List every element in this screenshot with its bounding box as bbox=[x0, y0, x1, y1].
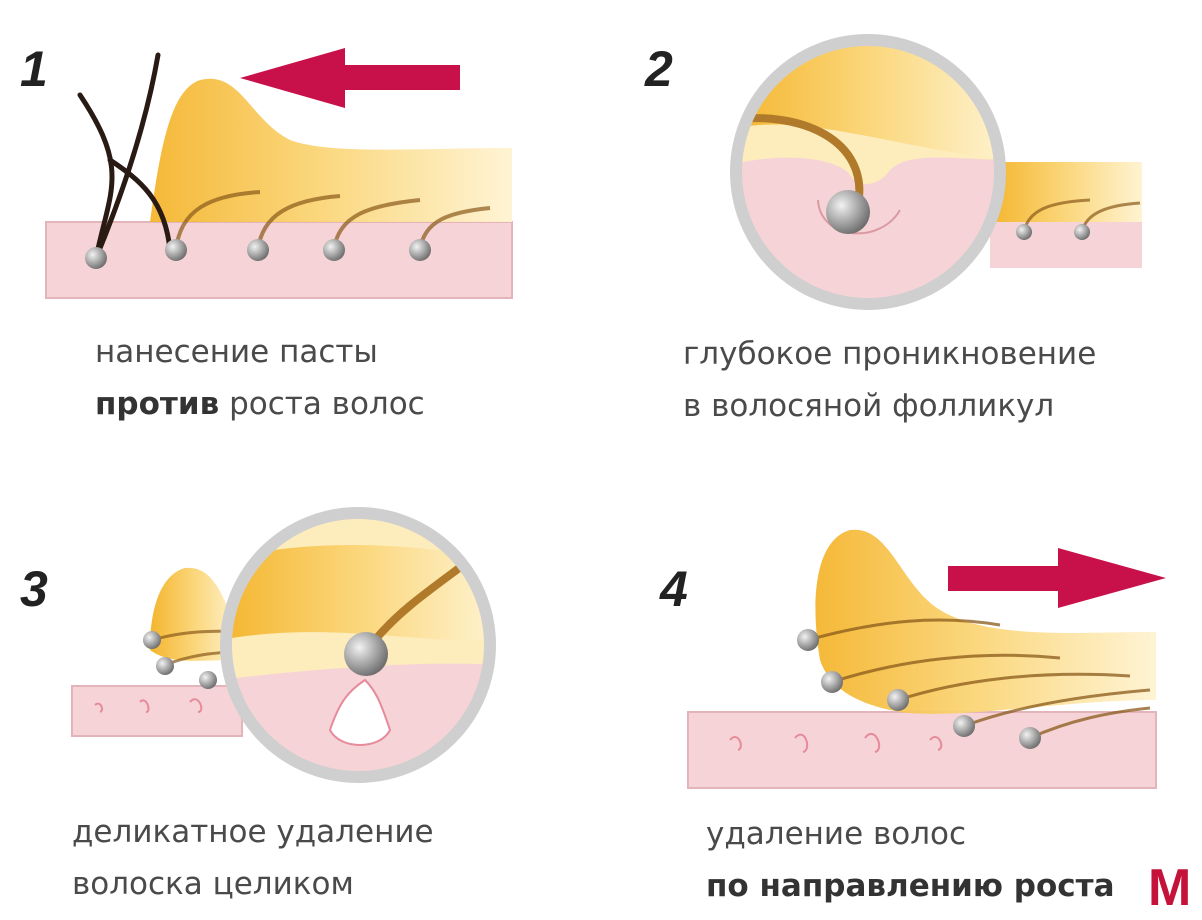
magnifier-ring bbox=[220, 507, 496, 783]
caption-line: волоска целиком bbox=[72, 866, 354, 902]
hair-strands bbox=[77, 52, 173, 261]
step-1-illustration bbox=[45, 48, 513, 299]
step-number-3: 3 bbox=[20, 561, 48, 617]
step-3-illustration bbox=[71, 507, 496, 783]
caption-line: глубокое проникновение bbox=[683, 336, 1097, 372]
skin-layer bbox=[687, 711, 1157, 789]
caption-line: против роста волос bbox=[95, 378, 425, 430]
sugar-paste bbox=[815, 529, 1156, 714]
caption-line: удаление волос bbox=[706, 816, 967, 852]
arrow-right-icon bbox=[948, 548, 1166, 608]
step-number-2: 2 bbox=[645, 41, 673, 97]
step-3-caption: деликатное удаление волоска целиком bbox=[72, 806, 434, 910]
caption-line: в волосяной фолликул bbox=[683, 388, 1055, 424]
magnified-view bbox=[736, 40, 1000, 304]
sugar-paste bbox=[990, 162, 1142, 222]
skin-layer bbox=[45, 221, 513, 299]
brand-logo: M bbox=[1148, 859, 1192, 917]
step-2-caption: глубокое проникновение в волосяной фолли… bbox=[683, 328, 1096, 432]
caption-bold: против bbox=[95, 386, 220, 422]
hair-bulbs bbox=[797, 629, 1041, 749]
magnifier-ring bbox=[730, 34, 1006, 310]
caption-line: нанесение пасты bbox=[95, 334, 378, 370]
step-4-illustration bbox=[687, 529, 1166, 789]
hair-bulbs bbox=[85, 239, 431, 269]
magnified-view bbox=[226, 513, 490, 777]
caption-rest: роста волос bbox=[219, 386, 425, 422]
arrow-left-icon bbox=[240, 48, 460, 108]
caption-line: деликатное удаление bbox=[72, 814, 434, 850]
skin-layer bbox=[71, 685, 243, 737]
step-1-caption: нанесение пасты против роста волос bbox=[95, 326, 425, 430]
step-4-caption: удаление волос по направлению роста bbox=[706, 808, 1115, 912]
skin-layer bbox=[990, 222, 1142, 268]
step-2-illustration bbox=[730, 34, 1142, 310]
step-number-4: 4 bbox=[660, 561, 688, 617]
sugar-paste bbox=[150, 78, 512, 222]
caption-bold: по направлению роста bbox=[706, 868, 1115, 904]
sugar-paste bbox=[150, 567, 240, 661]
caption-line: по направлению роста bbox=[706, 860, 1115, 912]
step-number-1: 1 bbox=[20, 41, 48, 97]
